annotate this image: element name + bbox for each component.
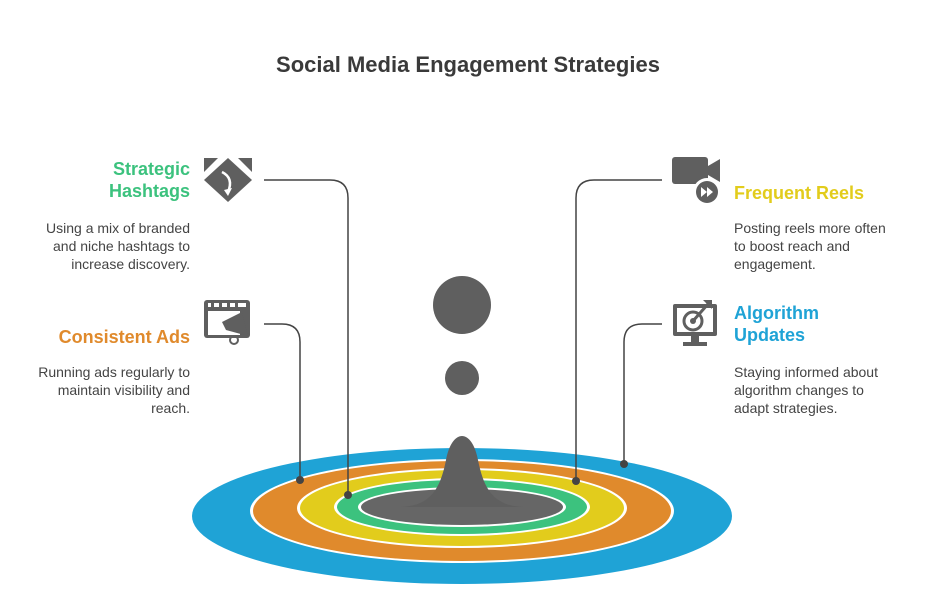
desc-strategic-hashtags: Using a mix of branded and niche hashtag… [10,219,190,273]
video-camera-fast-forward-icon [672,157,721,206]
heading-algorithm-updates: Algorithm Updates [734,302,924,346]
connector-ads [264,323,301,480]
desc-line: Staying informed about [734,364,878,380]
desc-line: adapt strategies. [734,400,838,416]
desc-consistent-ads: Running ads regularly to maintain visibi… [10,363,190,417]
desc-line: Posting reels more often [734,220,886,236]
heading-line: Consistent Ads [58,327,190,347]
heading-line: Hashtags [108,181,190,201]
desc-line: and niche hashtags to [53,238,190,254]
connector-dot-ads [296,476,304,484]
page-title: Social Media Engagement Strategies [276,52,660,77]
desc-line: algorithm changes to [734,382,864,398]
desc-frequent-reels: Posting reels more often to boost reach … [734,219,924,273]
connector-dot-algorithm [620,460,628,468]
splash-peak [400,436,524,507]
heading-line: Algorithm [734,303,819,323]
desc-line: engagement. [734,256,816,272]
heading-strategic-hashtags: Strategic Hashtags [20,158,190,202]
desc-line: increase discovery. [71,256,190,272]
hashtag-swap-icon [204,158,252,202]
heading-frequent-reels: Frequent Reels [734,182,924,204]
connector-hashtags [264,179,349,495]
droplet-large [433,276,491,334]
connector-dot-hashtags [344,491,352,499]
heading-consistent-ads: Consistent Ads [20,326,190,348]
monitor-target-icon [673,300,717,346]
heading-line: Strategic [112,159,190,179]
desc-line: maintain visibility and [57,382,190,398]
video-megaphone-icon [204,300,250,345]
connector-algorithm [623,323,662,464]
desc-line: reach. [151,400,190,416]
desc-algorithm-updates: Staying informed about algorithm changes… [734,363,924,417]
desc-line: Using a mix of branded [46,220,190,236]
connector-reels [575,179,662,481]
desc-line: Running ads regularly to [38,364,190,380]
heading-line: Frequent Reels [734,183,865,203]
droplet-small [445,361,479,395]
connector-dot-reels [572,477,580,485]
heading-line: Updates [734,325,806,345]
desc-line: to boost reach and [734,238,850,254]
